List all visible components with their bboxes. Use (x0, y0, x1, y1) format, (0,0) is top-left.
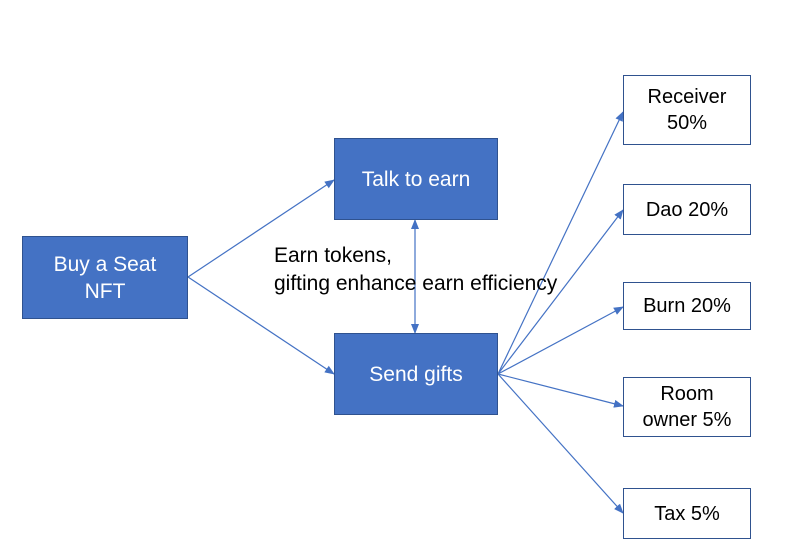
node-room-owner: Room owner 5% (623, 377, 751, 437)
arrow-gifts-to-burn (497, 306, 624, 375)
arrow-gifts-to-dao (497, 209, 624, 375)
annotation-line-2: gifting enhance earn efficiency (274, 272, 558, 295)
arrow-gifts-to-room-owner (497, 373, 624, 408)
annotation-earn-tokens: Earn tokens, gifting enhance earn effici… (274, 242, 557, 298)
arrow-buy-to-gifts (187, 276, 335, 375)
node-label: Receiver 50% (647, 86, 727, 134)
arrow-buy-to-talk (187, 179, 335, 278)
node-burn: Burn 20% (623, 282, 751, 330)
node-label: Buy a Seat NFT (53, 252, 157, 303)
node-label: Send gifts (369, 362, 463, 386)
node-talk-to-earn: Talk to earn (334, 138, 498, 220)
arrow-gifts-to-receiver (497, 111, 624, 375)
node-send-gifts: Send gifts (334, 333, 498, 415)
node-receiver: Receiver 50% (623, 75, 751, 145)
annotation-line-1: Earn tokens, (274, 244, 392, 267)
node-tax: Tax 5% (623, 488, 751, 539)
node-label: Tax 5% (654, 502, 720, 525)
node-dao: Dao 20% (623, 184, 751, 235)
node-buy-seat-nft: Buy a Seat NFT (22, 236, 188, 319)
node-label: Dao 20% (645, 198, 729, 221)
arrow-gifts-to-tax (497, 373, 624, 514)
node-label: Burn 20% (643, 295, 731, 317)
node-label: Room owner 5% (642, 383, 732, 431)
node-label: Talk to earn (361, 167, 471, 191)
